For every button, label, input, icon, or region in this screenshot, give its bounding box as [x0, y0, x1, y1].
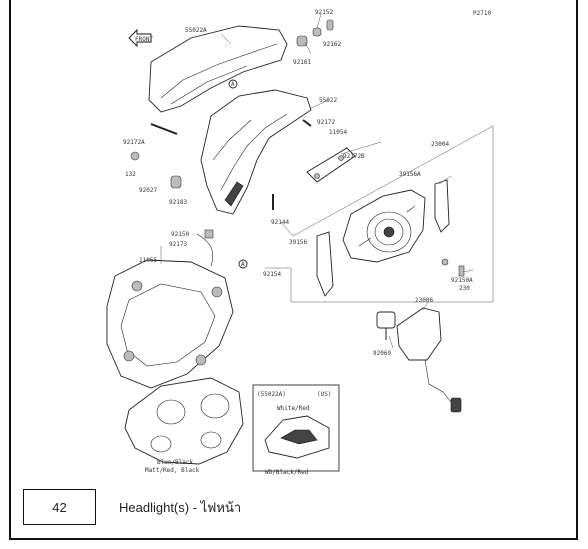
label-inset-partno: (55022A) [257, 391, 286, 398]
upper-cowl-shape [148, 25, 288, 113]
figure-caption: Headlight(s) - ไฟหน้า [119, 499, 242, 515]
reference-marker-a-mid [238, 259, 248, 269]
grommet-92183 [170, 175, 182, 189]
front-arrow-label: FRONT [135, 36, 153, 43]
page-frame: P2710 FRONT A [9, 0, 578, 540]
label-92154: 92154 [263, 271, 281, 278]
bulb-92069 [376, 311, 396, 329]
connector [450, 397, 462, 413]
inner-cowl-shape [200, 89, 312, 215]
bracket-39156a [434, 179, 450, 233]
label-55022a: 55022A [185, 27, 207, 34]
label-92152: 92152 [315, 9, 333, 16]
label-92172b: 92172B [343, 153, 365, 160]
label-lower-color-2: Matt/Red, Black [145, 467, 200, 474]
label-inset-color: White/Red [277, 405, 310, 412]
label-92027: 92027 [139, 187, 157, 194]
label-92172a: 92172A [123, 139, 145, 146]
page-number: 42 [52, 499, 67, 515]
label-inset-region: (US) [317, 391, 331, 398]
marker-a-mid: A [241, 261, 245, 268]
collar-132 [130, 151, 140, 161]
label-39156a: 39156A [399, 171, 421, 178]
label-92161: 92161 [293, 59, 311, 66]
label-92183: 92183 [169, 199, 187, 206]
front-arrow-icon: FRONT [128, 28, 153, 48]
label-11055: 11055 [139, 257, 157, 264]
label-92150a: 92150A [451, 277, 473, 284]
label-55022: 55022 [319, 97, 337, 104]
leader-lines [160, 13, 494, 349]
label-11054: 11054 [329, 129, 347, 136]
caption-footer: 42 Headlight(s) - ไฟหน้า [11, 478, 576, 538]
lower-housing-shape [124, 377, 244, 465]
bulb-cover-23006 [396, 307, 442, 361]
exploded-view-drawing: P2710 FRONT A [106, 9, 494, 476]
label-lower-color-1: Blue/Black [157, 459, 194, 466]
marker-a-top: A [231, 81, 235, 88]
label-39156: 39156 [289, 239, 307, 246]
label-92162: 92162 [323, 41, 341, 48]
label-132: 132 [125, 171, 136, 178]
label-92069: 92069 [373, 350, 391, 357]
label-230: 230 [459, 285, 470, 292]
label-92144: 92144 [271, 219, 289, 226]
label-92172: 92172 [317, 119, 335, 126]
bracket-39156 [316, 231, 334, 297]
parts-diagram: P2710 FRONT A [11, 0, 576, 478]
label-23004: 23004 [431, 141, 449, 148]
label-92150: 92150 [171, 231, 189, 238]
diagram-code: P2710 [473, 10, 491, 17]
label-inset-bottom: WD/Black/Red [265, 469, 309, 476]
reference-marker-a-top [228, 79, 238, 89]
label-23006: 23006 [415, 297, 433, 304]
label-92173: 92173 [169, 241, 187, 248]
page-number-box: 42 [23, 489, 96, 525]
headlight-housing-shape [342, 189, 426, 263]
cowl-stay-shape [106, 259, 234, 389]
